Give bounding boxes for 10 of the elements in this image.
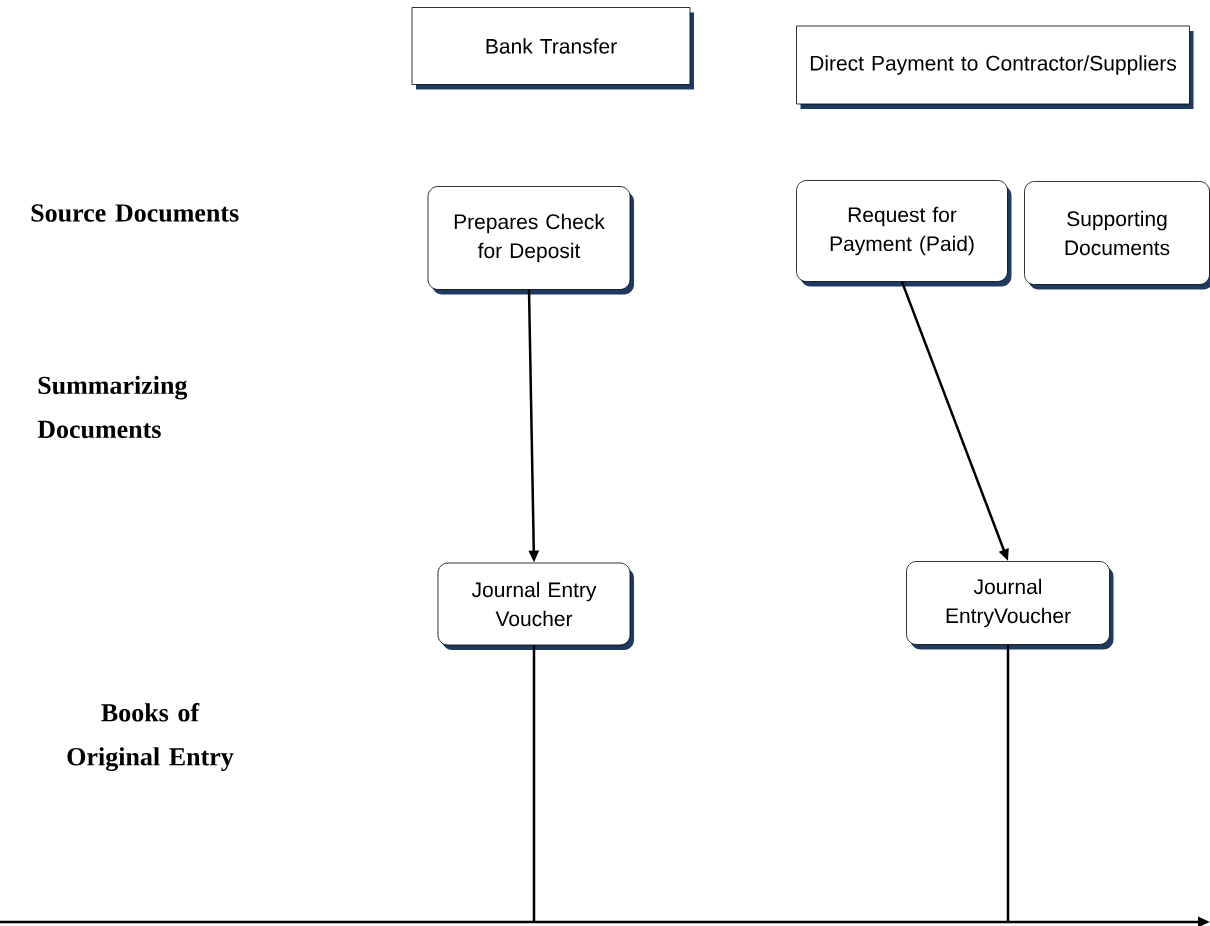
document-box: Journal EntryVoucher (906, 561, 1114, 650)
document-box: Request for Payment (Paid) (796, 180, 1012, 287)
row-heading: Source Documents (31, 204, 239, 222)
process-box: Direct Payment to Contractor/Suppliers (796, 25, 1194, 109)
document-box: Supporting Documents (1024, 181, 1210, 290)
document-box: Journal Entry Voucher (437, 562, 634, 650)
row-heading: Books of Original Entry (67, 703, 234, 771)
document-box: Prepares Check for Deposit (427, 186, 634, 295)
process-box: Bank Transfer (411, 7, 694, 90)
row-heading: Summarizing Documents (37, 375, 188, 439)
